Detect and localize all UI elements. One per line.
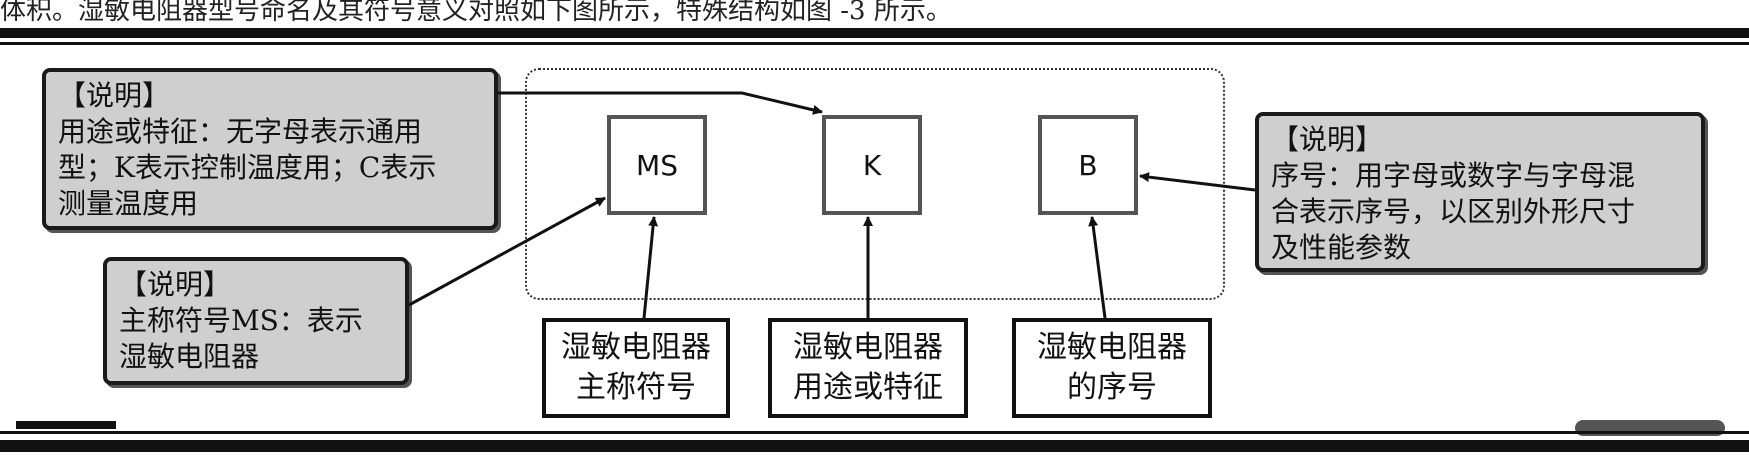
top-rule-thin: [0, 42, 1749, 45]
header-text: 体积。湿敏电阻器型号命名及其符号意义对照如下图所示，特殊结构如图 -3 所示。: [0, 0, 952, 22]
label-b-line-1: 湿敏电阻器: [1037, 330, 1187, 365]
bottom-left-bar: [16, 421, 116, 429]
note-b: 【说明】 序号：用字母或数字与字母混 合表示序号，以区别外形尺寸 及性能参数: [1255, 112, 1705, 272]
arrow-note-b-to-b: [1139, 172, 1256, 192]
label-box-ms: 湿敏电阻器 主称符号: [542, 318, 730, 418]
note-b-title: 【说明】: [1271, 123, 1384, 156]
arrow-label-ms-to-ms: [642, 216, 659, 319]
bottom-rule-thin: [0, 431, 1749, 434]
code-group-frame: [525, 68, 1225, 300]
label-b-line-2: 的序号: [1067, 370, 1157, 405]
note-k-line-1: 用途或特征：无字母表示通用: [58, 115, 423, 148]
note-ms-line-1: 主称符号MS：表示: [119, 304, 363, 337]
note-k: 【说明】 用途或特征：无字母表示通用 型；K表示控制温度用；C表示 测量温度用: [42, 68, 498, 230]
note-ms: 【说明】 主称符号MS：表示 湿敏电阻器: [103, 257, 409, 385]
code-box-ms: MS: [607, 115, 707, 215]
note-ms-title: 【说明】: [119, 268, 232, 301]
code-box-b: B: [1038, 115, 1138, 215]
bottom-rule-thick: [0, 440, 1749, 452]
label-ms-line-1: 湿敏电阻器: [561, 330, 711, 365]
note-k-title: 【说明】: [58, 79, 171, 112]
arrow-note-ms-to-ms: [408, 196, 606, 307]
top-rule-thick: [0, 28, 1749, 38]
label-box-k: 湿敏电阻器 用途或特征: [768, 318, 968, 418]
note-k-line-2: 型；K表示控制温度用；C表示: [58, 151, 437, 184]
note-ms-line-2: 湿敏电阻器: [119, 340, 260, 373]
arrow-label-b-to-b: [1088, 216, 1107, 319]
label-box-b: 湿敏电阻器 的序号: [1012, 318, 1212, 418]
note-b-line-2: 合表示序号，以区别外形尺寸: [1271, 195, 1636, 228]
note-b-line-1: 序号：用字母或数字与字母混: [1271, 159, 1636, 192]
note-b-line-3: 及性能参数: [1271, 231, 1412, 264]
note-k-line-3: 测量温度用: [58, 187, 199, 220]
label-k-line-2: 用途或特征: [793, 370, 943, 405]
label-ms-line-2: 主称符号: [576, 370, 696, 405]
code-box-k: K: [822, 115, 922, 215]
arrow-note-k-to-k: [498, 91, 823, 115]
label-k-line-1: 湿敏电阻器: [793, 330, 943, 365]
